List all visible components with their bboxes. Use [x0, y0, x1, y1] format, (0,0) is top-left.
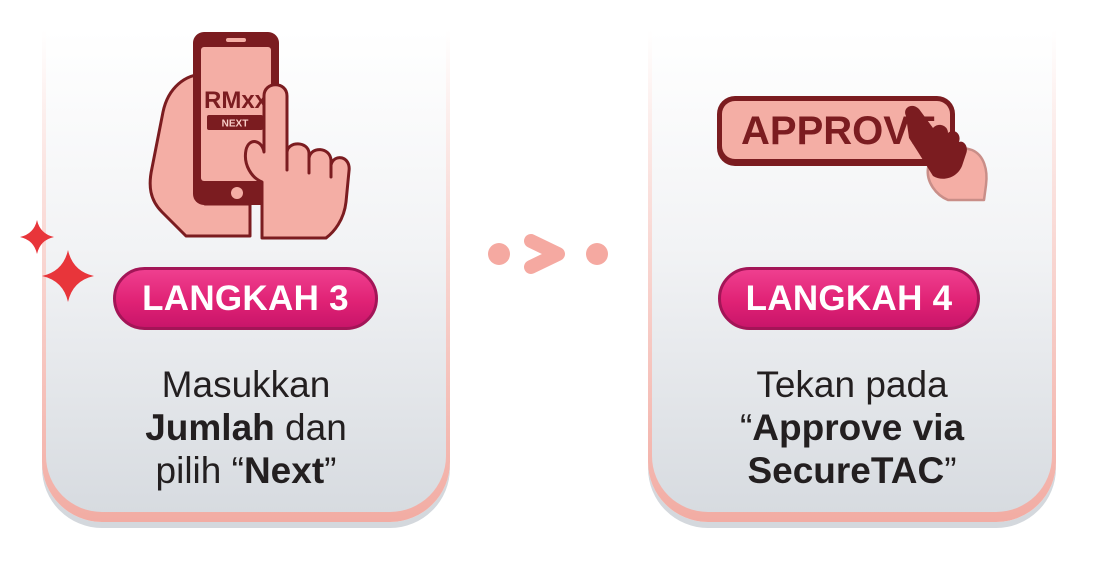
description-text: dan [274, 407, 347, 448]
step-4-description: Tekan pada “Approve via SecureTAC” [648, 363, 1056, 492]
description-line: SecureTAC” [648, 449, 1056, 492]
sparkle-small-icon [20, 220, 54, 254]
phone-speaker [226, 38, 246, 42]
approve-button-face [722, 101, 950, 159]
description-line: “Approve via [648, 406, 1056, 449]
description-line: Tekan pada [648, 363, 1056, 406]
description-line: Jumlah dan [42, 406, 450, 449]
description-text: Tekan pada [756, 364, 948, 405]
approve-button-label: APPROVE [741, 109, 937, 153]
description-text: “ [739, 407, 753, 448]
connector-dot-left [488, 243, 510, 265]
phone-tap-illustration: RMxx NEXT [148, 32, 351, 240]
pointing-hand-icon [243, 83, 351, 240]
description-line: pilih “Next” [42, 449, 450, 492]
dotted-chevron-right-icon [488, 234, 608, 274]
approve-tap-illustration: APPROVE [717, 96, 988, 202]
phone-next-button [207, 115, 263, 130]
description-bold-text: Approve via [752, 407, 965, 448]
phone-screen-amount: RMxx [204, 87, 269, 114]
step-3-badge: LANGKAH 3 [113, 267, 378, 330]
hand-pointer-icon [905, 105, 988, 202]
description-line: Masukkan [42, 363, 450, 406]
sparkle-icon [20, 220, 94, 302]
description-bold-text: SecureTAC [747, 450, 945, 491]
description-text: ” [944, 450, 957, 491]
description-bold-text: Jumlah [145, 407, 275, 448]
pointing-hand [243, 83, 351, 240]
description-bold-text: Next [243, 450, 325, 491]
step-4-badge: LANGKAH 4 [718, 267, 980, 330]
cursor-hand [905, 105, 967, 179]
phone-next-label: NEXT [222, 119, 249, 130]
description-text: ” [324, 450, 337, 491]
description-text: Masukkan [161, 364, 331, 405]
description-text: pilih “ [155, 450, 244, 491]
phone-home-button [231, 187, 243, 199]
connector-dot-right [586, 243, 608, 265]
step-3-description: Masukkan Jumlah dan pilih “Next” [42, 363, 450, 492]
sparkle-large-icon [42, 250, 94, 302]
connector-chevron [524, 234, 565, 274]
